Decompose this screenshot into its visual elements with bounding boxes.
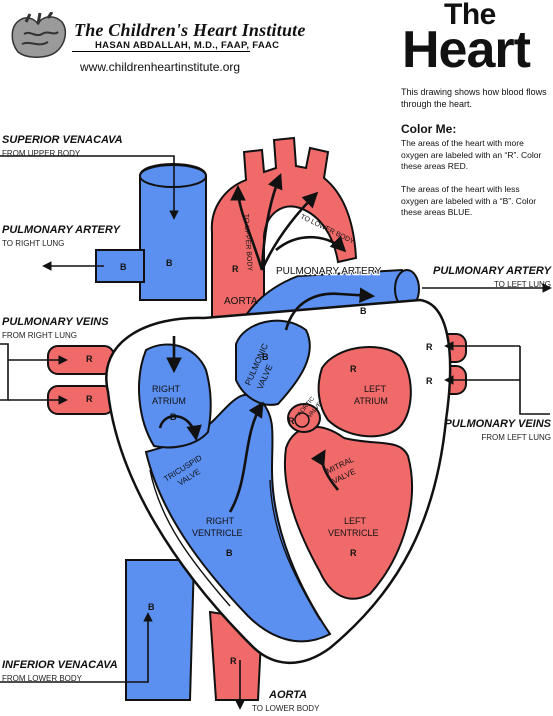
right-atrium [138,343,212,449]
marker-r: R [426,342,433,352]
title-line-1: The [444,0,496,31]
marker-r: R [426,376,433,386]
marker-b: B [226,548,233,558]
marker-b: B [262,352,269,362]
svc-connector-line [0,155,179,220]
label-pulmonary-veins-right-sub: FROM LEFT LUNG [481,433,551,442]
marker-b: B [148,602,155,612]
ventricle-wall-texture-right [269,479,321,621]
marker-r: R [288,416,295,426]
flow-arrow-aorta-left [230,184,264,271]
label-pulmonary-artery-right: PULMONARY ARTERY [433,265,551,277]
flow-arrow-mitral [310,449,339,491]
aorta-arch [210,136,358,331]
flow-arrow-right-ventricle [228,401,264,513]
label-aorta-bottom: AORTA [269,689,308,701]
ivc-connector-line [0,612,153,683]
marker-r: R [232,264,239,274]
marker-b: B [360,306,367,316]
label-pulmonary-veins-left-sub: FROM RIGHT LUNG [2,331,77,340]
ventricle-wall-texture-left [149,469,231,607]
aortic-valve-disc [294,412,310,428]
marker-b: B [120,262,127,272]
label-right-atrium-2: ATRIUM [152,396,186,406]
label-pulmonary-veins-left: PULMONARY VEINS [2,316,109,328]
marker-b: B [170,412,177,422]
pulmonic-valve-region [235,319,311,406]
flow-arrow-aorta-right [260,191,319,271]
label-inferior-venacava-sub: FROM LOWER BODY [2,674,83,683]
label-aorta: AORTA [224,296,258,307]
title-line-2: Heart [402,21,531,79]
label-right-atrium-1: RIGHT [152,384,181,394]
label-to-upper-body: TO UPPER BODY [242,214,253,272]
heart-logo-icon [11,12,67,58]
institute-name: The Children's Heart Institute [74,20,306,40]
flow-arrow-aorta-mid [260,173,283,271]
label-left-atrium-1: LEFT [364,384,387,394]
label-inferior-venacava: INFERIOR VENACAVA [2,659,118,671]
right-ventricle [144,393,332,643]
label-pulmonary-artery: PULMONARY ARTERY [276,266,382,277]
color-me-red-text: The areas of the heart with more oxygen … [401,138,542,171]
label-pulmonary-artery-right-sub: TO LEFT LUNG [493,280,551,289]
marker-r: R [86,394,93,404]
pv-left-connector [0,343,9,401]
flow-arrow-tricuspid-loop [158,414,202,442]
label-pulmonary-artery-left-sub: TO RIGHT LUNG [2,239,65,248]
marker-r: R [86,354,93,364]
left-ventricle [284,425,413,600]
label-left-ventricle-2: VENTRICLE [328,528,379,538]
marker-r: R [230,656,237,666]
inferior-vena-cava [125,559,196,701]
left-atrium [317,345,412,438]
label-aorta-bottom-sub: TO LOWER BODY [252,704,320,713]
label-superior-venacava-sub: FROM UPPER BODY [2,149,81,158]
label-right-ventricle-2: VENTRICLE [192,528,243,538]
color-me-heading: Color Me: [401,122,457,136]
label-pulmonary-veins-right: PULMONARY VEINS [444,418,551,430]
pv-right-connector [519,346,550,415]
flow-arrow-pulmonary [284,287,376,331]
marker-r: R [350,548,357,558]
svc-opening [139,164,207,188]
label-right-ventricle-1: RIGHT [206,516,235,526]
color-me-blue-text: The areas of the heart with less oxygen … [401,184,537,217]
label-superior-venacava: SUPERIOR VENACAVA [2,134,123,146]
marker-r: R [350,364,357,374]
label-left-atrium-2: ATRIUM [354,396,388,406]
header-divider [72,51,250,52]
intro-text: This drawing shows how blood flows throu… [401,87,547,109]
label-pulmonary-artery-left: PULMONARY ARTERY [2,224,120,236]
institute-person: HASAN ABDALLAH, M.D., FAAP, FAAC [95,40,280,51]
marker-b: B [166,258,173,268]
flow-arrow-aorta-arch [275,235,347,253]
label-left-ventricle-1: LEFT [344,516,367,526]
pulmonary-artery-right-lung-branch [95,249,145,283]
institute-url: www.childrenheartinstitute.org [80,60,241,74]
